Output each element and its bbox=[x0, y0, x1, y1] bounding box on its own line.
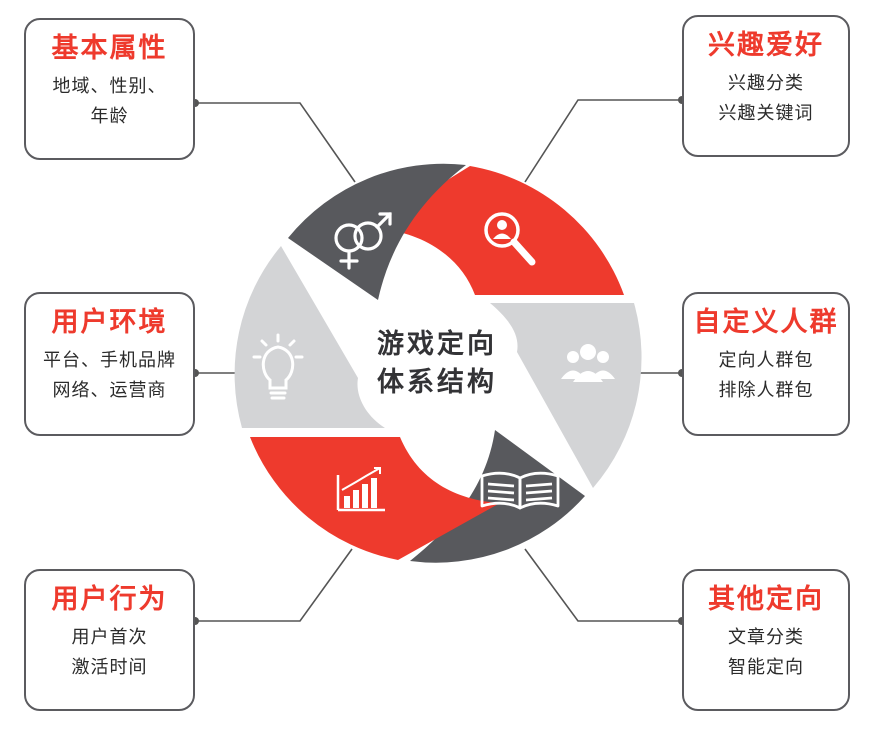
card-other-targeting: 其他定向 文章分类 智能定向 bbox=[682, 569, 850, 711]
connector-lines bbox=[195, 99, 682, 622]
card-line: 激活时间 bbox=[71, 657, 148, 678]
gender-icon bbox=[334, 212, 392, 270]
card-line: 定向人群包 bbox=[718, 350, 814, 371]
segment-interests bbox=[370, 166, 624, 295]
bar-chart-icon bbox=[336, 467, 385, 512]
ring bbox=[234, 163, 642, 563]
people-group-icon bbox=[561, 344, 615, 382]
card-line: 地域、性别、 bbox=[52, 76, 167, 97]
center-title-line2: 体系结构 bbox=[377, 367, 497, 398]
card-line: 用户首次 bbox=[71, 627, 148, 648]
connector-basic-attributes bbox=[195, 102, 356, 183]
card-user-environment: 用户环境 平台、手机品牌 网络、运营商 bbox=[24, 292, 195, 436]
connector-user-behavior bbox=[195, 548, 353, 622]
card-line: 兴趣关键词 bbox=[718, 103, 814, 124]
segment-custom-audience bbox=[490, 303, 642, 488]
open-book-icon bbox=[480, 471, 560, 510]
center-title-line1: 游戏定向 bbox=[377, 329, 497, 360]
lightbulb-icon bbox=[252, 333, 304, 400]
center-title: 游戏定向 体系结构 bbox=[357, 326, 517, 402]
card-line: 排除人群包 bbox=[718, 380, 814, 401]
card-line: 网络、运营商 bbox=[52, 380, 167, 401]
card-line: 兴趣分类 bbox=[728, 73, 804, 94]
card-custom-audience: 自定义人群 定向人群包 排除人群包 bbox=[682, 292, 850, 436]
card-line: 文章分类 bbox=[728, 627, 804, 648]
card-title: 基本属性 bbox=[51, 33, 168, 64]
card-line: 年龄 bbox=[90, 106, 129, 127]
card-user-behavior: 用户行为 用户首次 激活时间 bbox=[24, 569, 195, 711]
card-title: 其他定向 bbox=[708, 584, 824, 615]
card-line: 平台、手机品牌 bbox=[43, 350, 176, 371]
card-title: 自定义人群 bbox=[693, 307, 839, 338]
card-title: 用户行为 bbox=[51, 584, 168, 615]
segment-other-targeting bbox=[410, 430, 585, 563]
card-title: 用户环境 bbox=[51, 307, 168, 338]
card-line: 智能定向 bbox=[728, 657, 804, 678]
connector-other-targeting bbox=[524, 548, 682, 622]
segment-basic-attributes bbox=[288, 163, 466, 300]
card-interests: 兴趣爱好 兴趣分类 兴趣关键词 bbox=[682, 15, 850, 157]
connector-interests bbox=[524, 99, 682, 183]
segment-user-environment bbox=[234, 246, 385, 428]
card-basic-attributes: 基本属性 地域、性别、 年龄 bbox=[24, 18, 195, 160]
card-title: 兴趣爱好 bbox=[708, 30, 824, 61]
search-person-icon bbox=[484, 212, 536, 266]
